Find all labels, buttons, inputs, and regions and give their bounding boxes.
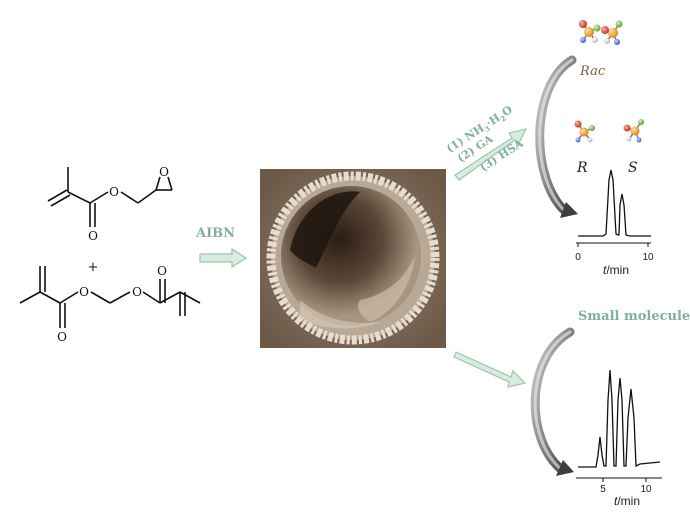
x-tick-label: 10	[642, 252, 654, 263]
monomer-glycidyl-methacrylate	[47, 167, 173, 227]
flow-curve-arrow	[530, 327, 575, 476]
initiator-label: AIBN	[195, 226, 235, 241]
racemate-label: Rac	[579, 64, 606, 79]
reaction-arrow	[199, 247, 248, 269]
x-tick-label: 10	[640, 484, 652, 495]
plus-sign: +	[88, 260, 99, 275]
flow-curve-arrow	[535, 55, 578, 218]
modification-steps: (1) NH3·H2O (2) GA (3) HSA	[444, 103, 526, 174]
molecule-model-icon	[601, 20, 623, 45]
small-molecules-label: Small molecules	[578, 309, 690, 324]
chromatogram-chiral	[576, 169, 651, 247]
separation-arrow	[453, 351, 527, 388]
molecule-model-icon	[574, 120, 595, 143]
oxygen-atom-label: O	[109, 185, 119, 199]
oxygen-atom-label: O	[57, 330, 67, 344]
molecule-model-icon	[623, 119, 644, 143]
oxygen-atom-label: O	[132, 285, 142, 299]
s-enantiomer-label: S	[628, 160, 638, 176]
x-tick-label: 5	[600, 484, 606, 495]
oxygen-atom-label: O	[88, 229, 98, 243]
oxygen-atom-label: O	[159, 165, 169, 179]
molecule-model-icon	[579, 20, 601, 43]
oxygen-atom-label: O	[79, 285, 89, 299]
monomer-ethylene-glycol-dimethacrylate	[19, 266, 201, 328]
monolith-sem-image	[260, 169, 446, 348]
oxygen-atom-label: O	[157, 264, 167, 278]
x-axis-label: t/min	[603, 263, 629, 277]
chromatogram-small-molecules	[576, 369, 662, 482]
r-enantiomer-label: R	[576, 160, 588, 176]
x-axis-label: t/min	[614, 494, 640, 508]
modification-arrow	[454, 128, 528, 181]
x-tick-label: 0	[575, 252, 581, 263]
